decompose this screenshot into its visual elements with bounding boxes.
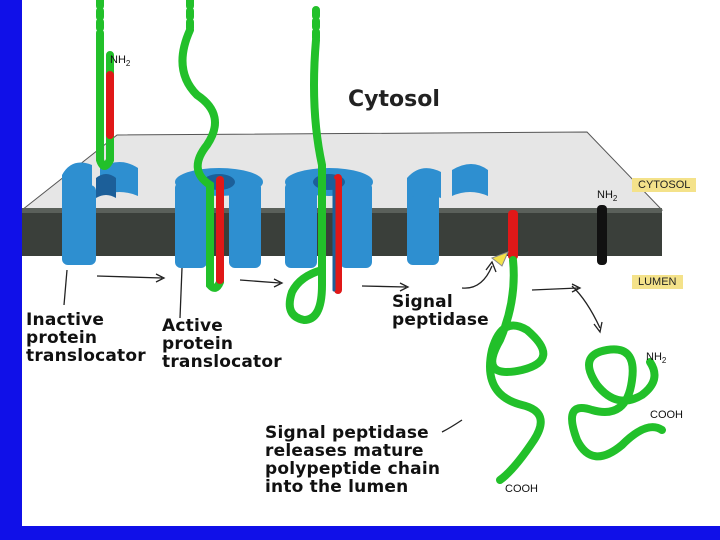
cytosol-tag: CYTOSOL: [632, 178, 697, 192]
translocator-three: [285, 168, 373, 268]
process-arrows: [63, 260, 603, 433]
nh2-subscript: 2: [661, 356, 667, 366]
lumen-tag: LUMEN: [632, 275, 683, 289]
inactive-translocator: [62, 162, 138, 265]
nh2-label-anchor: NH2: [597, 189, 618, 204]
nh2-text: NH: [597, 189, 613, 201]
cooh-label-released: COOH: [505, 483, 538, 495]
nh2-text: NH: [110, 54, 126, 66]
folded-chain: [568, 345, 666, 461]
cooh-label-folded: COOH: [650, 409, 683, 421]
chain-one: [96, 0, 114, 170]
cytosol-title: Cytosol: [348, 87, 440, 112]
slide: Cytosol CYTOSOL LUMEN NH2 NH2 NH2 COOH C…: [22, 0, 720, 526]
signal-peptidase-label: Signal peptidase: [392, 292, 489, 330]
nh2-label-chain-one: NH2: [110, 54, 131, 69]
active-translocator-label: Active protein translocator: [162, 316, 282, 372]
chain-two: [178, 0, 224, 292]
inactive-translocator-label: Inactive protein translocator: [26, 310, 146, 366]
translocation-diagram: [22, 0, 666, 484]
nh2-text: NH: [646, 351, 662, 363]
cleaved-signal-peptide: [491, 210, 518, 267]
release-description: Signal peptidase releases mature polypep…: [265, 423, 441, 497]
released-chain: [486, 256, 548, 484]
nh2-subscript: 2: [612, 194, 618, 204]
nh2-subscript: 2: [125, 59, 131, 69]
chain-three: [285, 6, 342, 325]
nh2-label-folded: NH2: [646, 351, 667, 366]
membrane-anchor: [597, 205, 607, 265]
closed-translocator: [407, 164, 488, 265]
